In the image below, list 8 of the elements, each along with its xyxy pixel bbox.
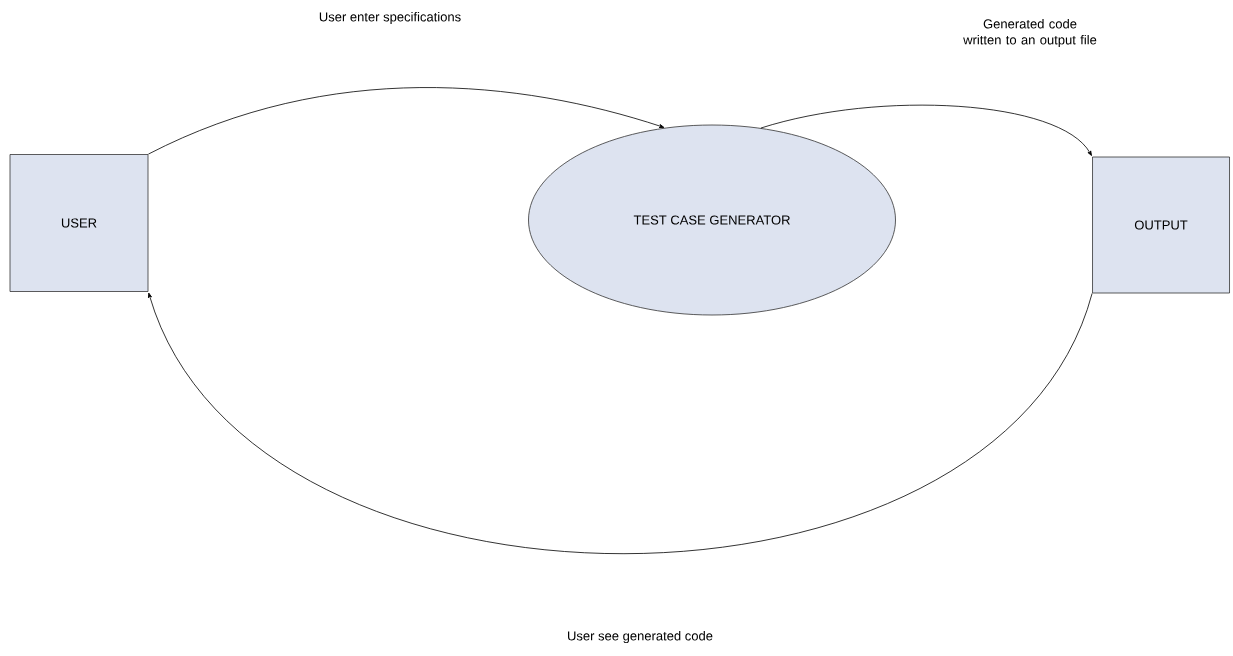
note-text: User see generated code bbox=[568, 630, 713, 644]
entity-box: USER bbox=[9, 154, 149, 292]
note-text: User enter specifications bbox=[319, 11, 461, 25]
arrow bbox=[148, 87, 665, 155]
arrow bbox=[148, 292, 1093, 555]
arrow bbox=[760, 104, 1092, 156]
entity-box: OUTPUT bbox=[1092, 156, 1230, 294]
note-text: Generated code written to an output file bbox=[963, 18, 1097, 48]
